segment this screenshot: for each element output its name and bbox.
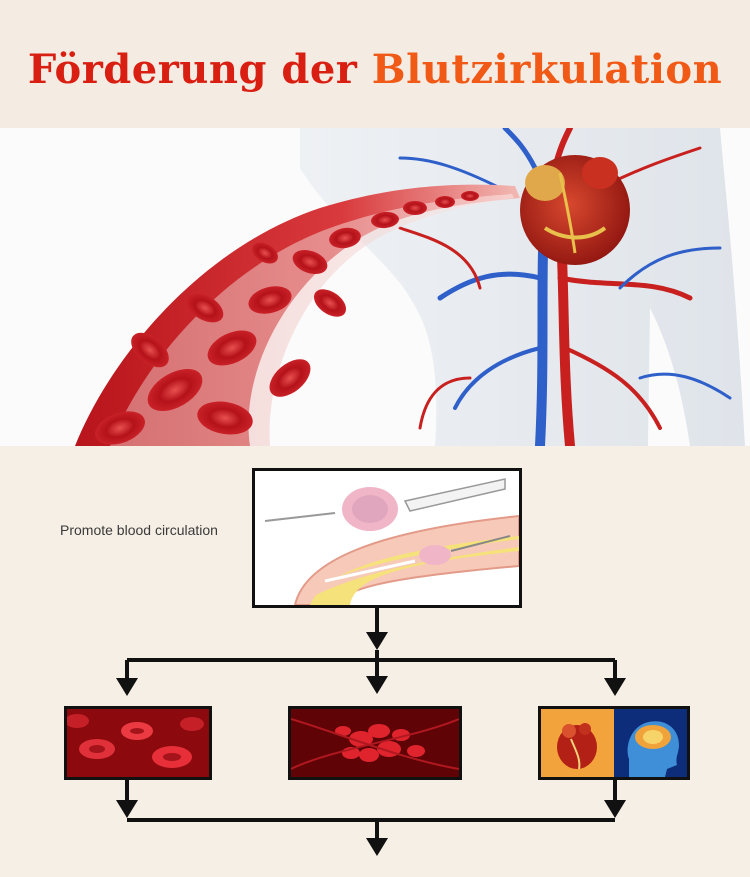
blood-clot-illustration <box>291 709 459 777</box>
heart-brain-illustration <box>541 709 687 777</box>
blood-cells-illustration <box>67 709 209 777</box>
heart-icon <box>520 155 630 265</box>
artery-plaque-tile <box>252 468 522 608</box>
heart-icon <box>557 723 597 770</box>
blood-cells-tile <box>64 706 212 780</box>
brain-icon <box>627 721 679 777</box>
flowchart-top-label: Promote blood circulation <box>60 522 218 538</box>
header: Förderung der Blutzirkulation <box>0 0 750 128</box>
title-part-2: Blutzirkulation <box>371 46 723 93</box>
circulatory-system-illustration <box>75 128 745 446</box>
title-part-1: Förderung der <box>27 46 358 93</box>
red-blood-cells <box>95 191 479 445</box>
heart-brain-tile <box>538 706 690 780</box>
blood-clot-tile <box>288 706 462 780</box>
body-silhouette <box>300 128 745 446</box>
artery-plaque-illustration <box>264 478 519 605</box>
circulation-illustration <box>0 128 750 446</box>
page-title: Förderung der Blutzirkulation <box>0 42 750 98</box>
